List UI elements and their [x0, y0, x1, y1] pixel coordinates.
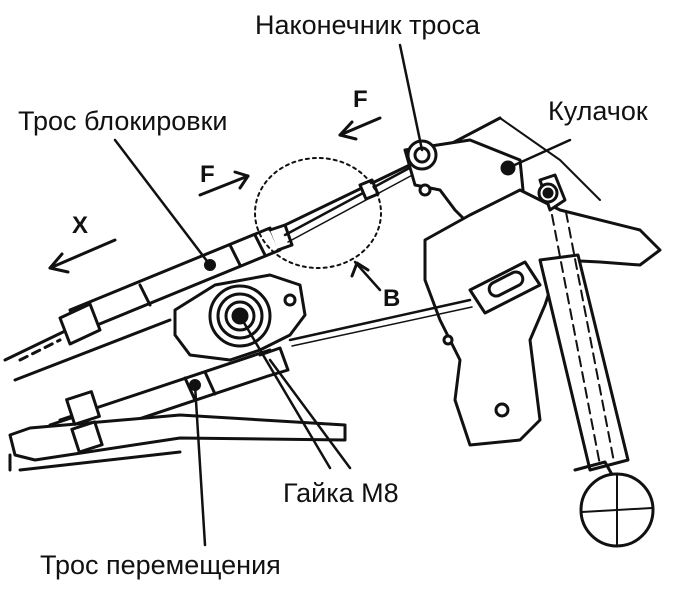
- direction-arrows: [48, 116, 382, 278]
- marker-force-top: F: [353, 86, 368, 113]
- mounting-plate: [423, 173, 662, 447]
- detail-b-circle: [254, 157, 382, 269]
- marker-detail-b: B: [383, 285, 401, 312]
- lock-cable-wire: [283, 163, 419, 243]
- base-rails: [8, 390, 347, 472]
- lock-cable-housing: [18, 223, 294, 362]
- leader-dots: [189, 259, 216, 391]
- label-lock-cable: Трос блокировки: [18, 106, 228, 136]
- marker-direction-x: X: [72, 212, 89, 239]
- label-cam: Кулачок: [548, 96, 648, 126]
- label-nut: Гайка М8: [283, 478, 399, 508]
- slotted-lever: [288, 260, 542, 347]
- vertical-tube: [538, 211, 655, 548]
- label-cable-end: Наконечник троса: [255, 10, 480, 40]
- marker-force-mid: F: [200, 161, 215, 188]
- leader-lines: [113, 43, 572, 547]
- label-move-cable: Трос перемещения: [40, 550, 281, 580]
